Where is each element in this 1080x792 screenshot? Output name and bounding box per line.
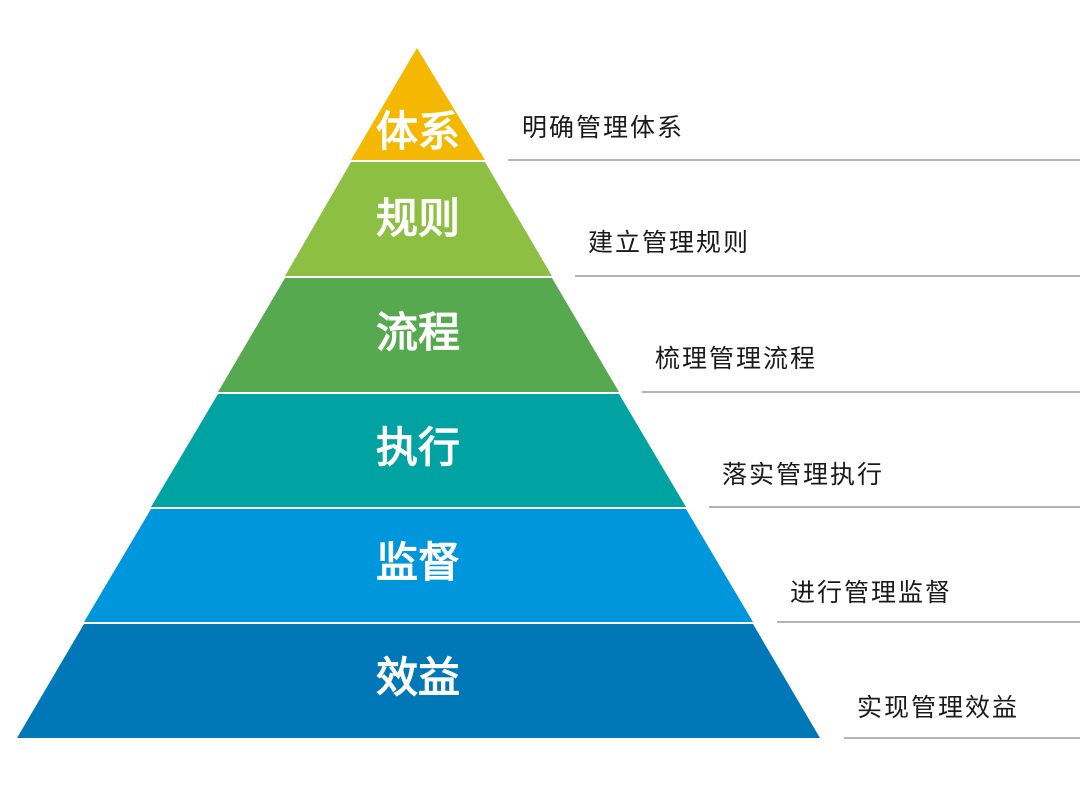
pyramid-level-guize: 规则 建立管理规则 — [285, 162, 1080, 277]
level-label-liucheng: 流程 — [376, 308, 460, 357]
level-description-jiandu: 进行管理监督 — [790, 578, 952, 607]
level-shape-jiandu — [84, 509, 753, 622]
level-label-zhixing: 执行 — [376, 423, 460, 472]
level-description-xiaoyi: 实现管理效益 — [857, 693, 1019, 722]
level-description-liucheng: 梳理管理流程 — [655, 344, 817, 373]
pyramid-level-tixi: 体系 明确管理体系 — [351, 48, 1080, 161]
pyramid-level-jiandu: 监督 进行管理监督 — [84, 509, 1080, 623]
level-label-tixi: 体系 — [376, 107, 460, 156]
level-description-zhixing: 落实管理执行 — [722, 460, 884, 489]
level-shape-tixi — [351, 48, 485, 160]
level-description-tixi: 明确管理体系 — [522, 113, 684, 142]
level-label-guize: 规则 — [376, 194, 460, 243]
level-description-guize: 建立管理规则 — [588, 228, 750, 257]
level-shape-zhixing — [151, 394, 686, 507]
level-shape-guize — [285, 162, 552, 276]
pyramid-level-xiaoyi: 效益 实现管理效益 — [17, 624, 1080, 739]
level-shape-liucheng — [218, 278, 619, 392]
pyramid-level-zhixing: 执行 落实管理执行 — [151, 394, 1080, 508]
level-label-xiaoyi: 效益 — [376, 653, 460, 702]
level-shape-xiaoyi — [17, 624, 820, 738]
pyramid-level-liucheng: 流程 梳理管理流程 — [218, 278, 1080, 393]
level-label-jiandu: 监督 — [376, 538, 460, 587]
